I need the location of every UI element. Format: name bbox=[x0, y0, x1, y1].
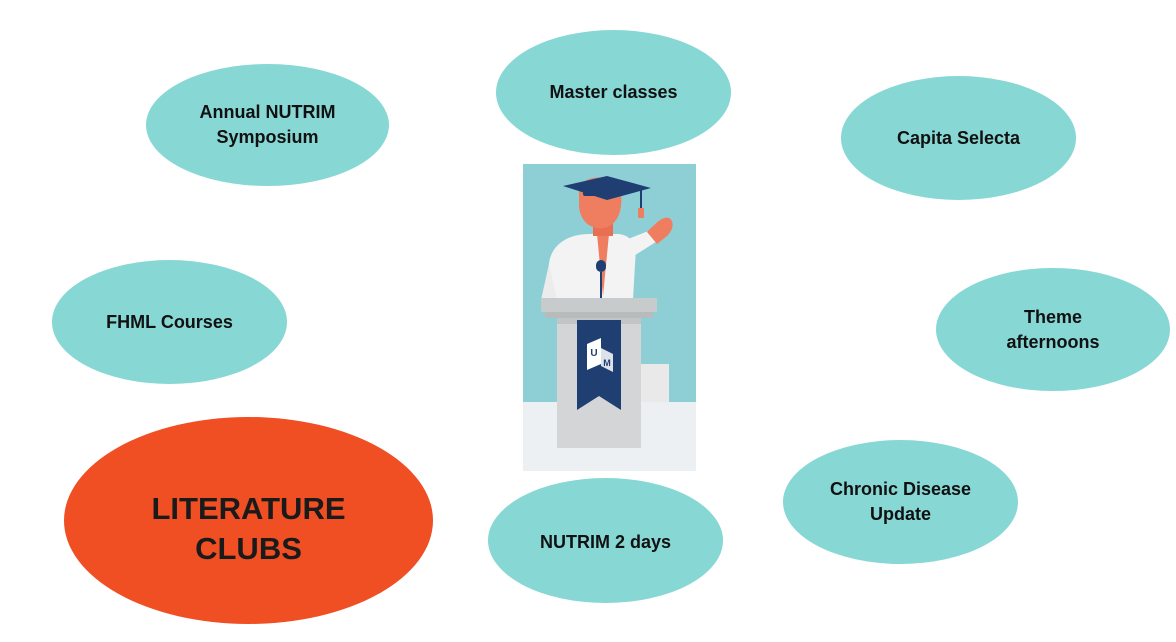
bubble-theme-afternoons: Theme afternoons bbox=[936, 268, 1170, 391]
bubble-label: FHML Courses bbox=[106, 311, 233, 332]
bubble-label: Annual NUTRIM Symposium bbox=[199, 102, 336, 147]
bubble-label: Master classes bbox=[549, 82, 678, 102]
bubble-nutrim-2-days: NUTRIM 2 days bbox=[488, 478, 723, 603]
bubble-label: Chronic Disease Update bbox=[829, 479, 972, 524]
svg-text:U: U bbox=[590, 348, 597, 359]
bubble-master-classes: Master classes bbox=[496, 30, 731, 155]
graduation-cap-icon bbox=[563, 176, 651, 218]
bubble-capita-selecta: Capita Selecta bbox=[841, 76, 1076, 200]
bubble-chronic-disease-update: Chronic Disease Update bbox=[783, 440, 1018, 564]
bubble-label: Theme afternoons bbox=[1006, 306, 1100, 352]
lectern: U M bbox=[541, 298, 657, 448]
bubble-literature-clubs: LITERATURE CLUBS bbox=[64, 417, 433, 624]
graduate-at-lectern-icon: U M bbox=[523, 164, 696, 471]
bubble-fhml-courses: FHML Courses bbox=[52, 260, 287, 384]
svg-text:M: M bbox=[603, 358, 611, 368]
bubble-annual-nutrim-symposium: Annual NUTRIM Symposium bbox=[146, 64, 389, 186]
um-logo-icon: U M bbox=[587, 338, 613, 372]
bubble-label: Capita Selecta bbox=[896, 127, 1021, 148]
bubble-label: LITERATURE CLUBS bbox=[151, 490, 346, 566]
bubble-label: NUTRIM 2 days bbox=[539, 532, 672, 552]
